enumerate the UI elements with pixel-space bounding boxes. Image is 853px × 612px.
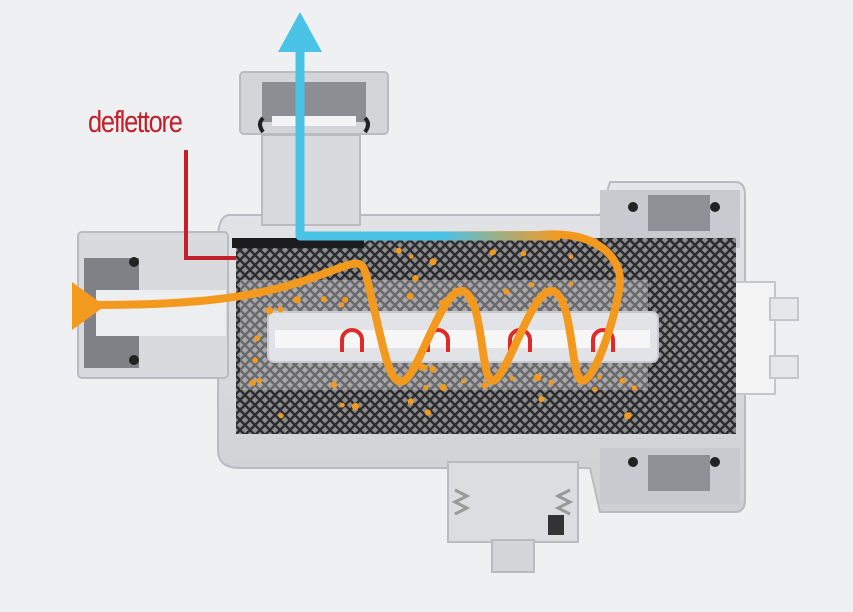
mesh-cartridge <box>236 238 736 434</box>
particle-dot <box>481 381 489 389</box>
callout-leader <box>184 150 236 260</box>
particle-dot <box>293 296 301 304</box>
particle-dot <box>407 398 414 405</box>
particle-dot <box>538 396 545 403</box>
particle-dot <box>330 381 338 389</box>
heating-coil-icon <box>591 328 615 352</box>
particle-dot <box>412 275 419 282</box>
deflector-label: deflettore <box>88 104 183 139</box>
heating-coil-icon <box>340 328 364 352</box>
deflector-plate <box>232 238 364 248</box>
particle-dot <box>509 375 515 381</box>
particle-dot <box>339 302 345 308</box>
particle-dot <box>406 292 414 300</box>
particle-dot <box>429 258 437 266</box>
particle-dot <box>619 377 626 384</box>
particle-dot <box>548 379 555 386</box>
particle-dot <box>529 282 535 288</box>
particle-dot <box>568 281 574 287</box>
particle-dot <box>439 384 447 391</box>
particle-dot <box>252 357 259 364</box>
particle-dot <box>277 306 284 313</box>
particle-dot <box>395 247 402 254</box>
particle-dot <box>320 296 327 303</box>
particle-dot <box>568 254 574 259</box>
particle-dot <box>256 378 263 384</box>
particle-dot <box>351 402 359 411</box>
particle-dot <box>339 402 345 408</box>
particle-dot <box>429 365 437 373</box>
inflow-arrow <box>72 282 105 330</box>
particle-dot <box>624 412 632 420</box>
particle-dot <box>265 306 274 315</box>
particle-dot <box>520 250 527 257</box>
particle-dot <box>342 296 349 303</box>
particle-dot <box>249 379 256 386</box>
particle-dot <box>489 249 496 256</box>
particle-dot <box>592 386 598 392</box>
particle-dots <box>249 247 638 420</box>
particle-dot <box>631 385 638 391</box>
particle-dot <box>418 363 426 372</box>
particle-dot <box>460 378 466 384</box>
particle-dot <box>597 375 602 380</box>
inflow-path <box>74 230 625 386</box>
particle-dot <box>254 335 261 342</box>
particle-dot <box>278 413 284 419</box>
particle-dot <box>424 409 431 416</box>
particle-dot <box>423 384 429 391</box>
particle-dot <box>503 288 510 295</box>
outflow-arrow <box>278 12 322 52</box>
particle-dot <box>533 373 542 382</box>
outflow-path <box>295 38 560 241</box>
particle-dot <box>409 254 414 259</box>
